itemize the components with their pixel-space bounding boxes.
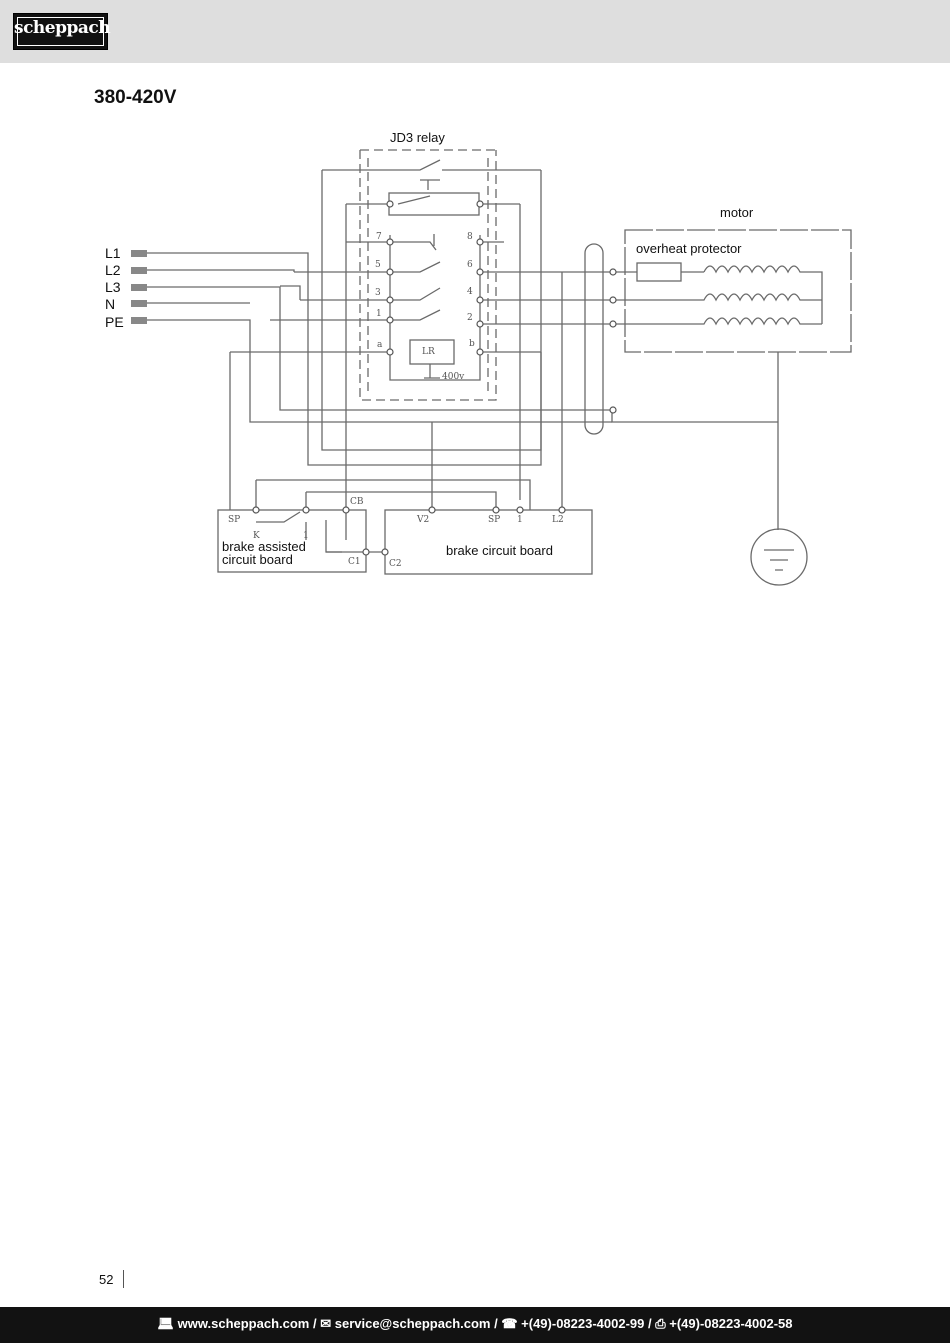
brand-name: scheppach <box>14 18 111 38</box>
brake-assisted-label-1: brake assisted <box>222 539 306 554</box>
brake-assisted-label-2: circuit board <box>222 552 293 567</box>
relay-enclosure <box>359 149 497 401</box>
terminal-l3: L3 <box>105 279 121 295</box>
brake-board-1: 1 <box>517 515 523 525</box>
footer-phone: +(49)-08223-4002-99 <box>521 1316 645 1331</box>
brake-board-sp: SP <box>488 515 500 525</box>
overheat-protector-label: overheat protector <box>636 241 742 256</box>
brake-assist-sp: SP <box>228 515 240 525</box>
brake-board-label: brake circuit board <box>446 543 553 558</box>
brake-assist-k: K <box>253 531 260 541</box>
brake-assist-cb: CB <box>350 497 364 507</box>
terminal-l2: L2 <box>105 262 121 278</box>
relay-pin-4: 4 <box>467 287 473 297</box>
footer-email[interactable]: service@scheppach.com <box>334 1316 491 1331</box>
brake-board-c2: C2 <box>389 559 402 569</box>
page-number-divider <box>123 1270 124 1288</box>
footer-fax: +(49)-08223-4002-58 <box>669 1316 793 1331</box>
terminal-pe: PE <box>105 314 124 330</box>
brake-assist-c1: C1 <box>348 557 361 567</box>
scheppach-logo: scheppach <box>13 13 111 50</box>
motor-label: motor <box>720 205 754 220</box>
relay-pin-6: 6 <box>467 260 473 270</box>
phone-icon: ☎ <box>501 1316 522 1331</box>
relay-pin-8: 8 <box>467 232 473 242</box>
relay-pin-7: 7 <box>376 232 382 242</box>
page-number: 52 <box>99 1272 114 1287</box>
relay-pin-a: a <box>377 340 383 350</box>
brake-board-v2: V2 <box>416 515 429 525</box>
coil-label: LR <box>422 347 435 357</box>
mail-icon: ✉ <box>320 1316 335 1331</box>
wiring-diagram: JD3 relay motor overheat protector L1 L2… <box>105 130 852 586</box>
relay-pin-5: 5 <box>375 260 381 270</box>
page-header: scheppach <box>0 0 950 63</box>
supply-terminals <box>131 250 147 324</box>
brake-board-l2: L2 <box>552 515 564 525</box>
computer-icon: 💻︎ <box>157 1316 178 1331</box>
fax-icon: ⎙ <box>655 1316 670 1331</box>
terminal-l1: L1 <box>105 245 121 261</box>
relay-pin-3: 3 <box>375 288 381 298</box>
relay-pin-b: b <box>469 339 475 349</box>
section-title: 380-420V <box>94 87 177 108</box>
relay-pin-2: 2 <box>467 313 473 323</box>
page-footer: 💻︎ www.scheppach.com / ✉ service@scheppa… <box>0 1307 950 1343</box>
relay-label: JD3 relay <box>390 130 445 145</box>
voltage-label: 400v <box>442 372 465 382</box>
terminal-n: N <box>105 296 115 312</box>
relay-pin-1: 1 <box>376 309 382 319</box>
brake-assist-1: 1 <box>303 531 309 541</box>
footer-website[interactable]: www.scheppach.com <box>177 1316 310 1331</box>
